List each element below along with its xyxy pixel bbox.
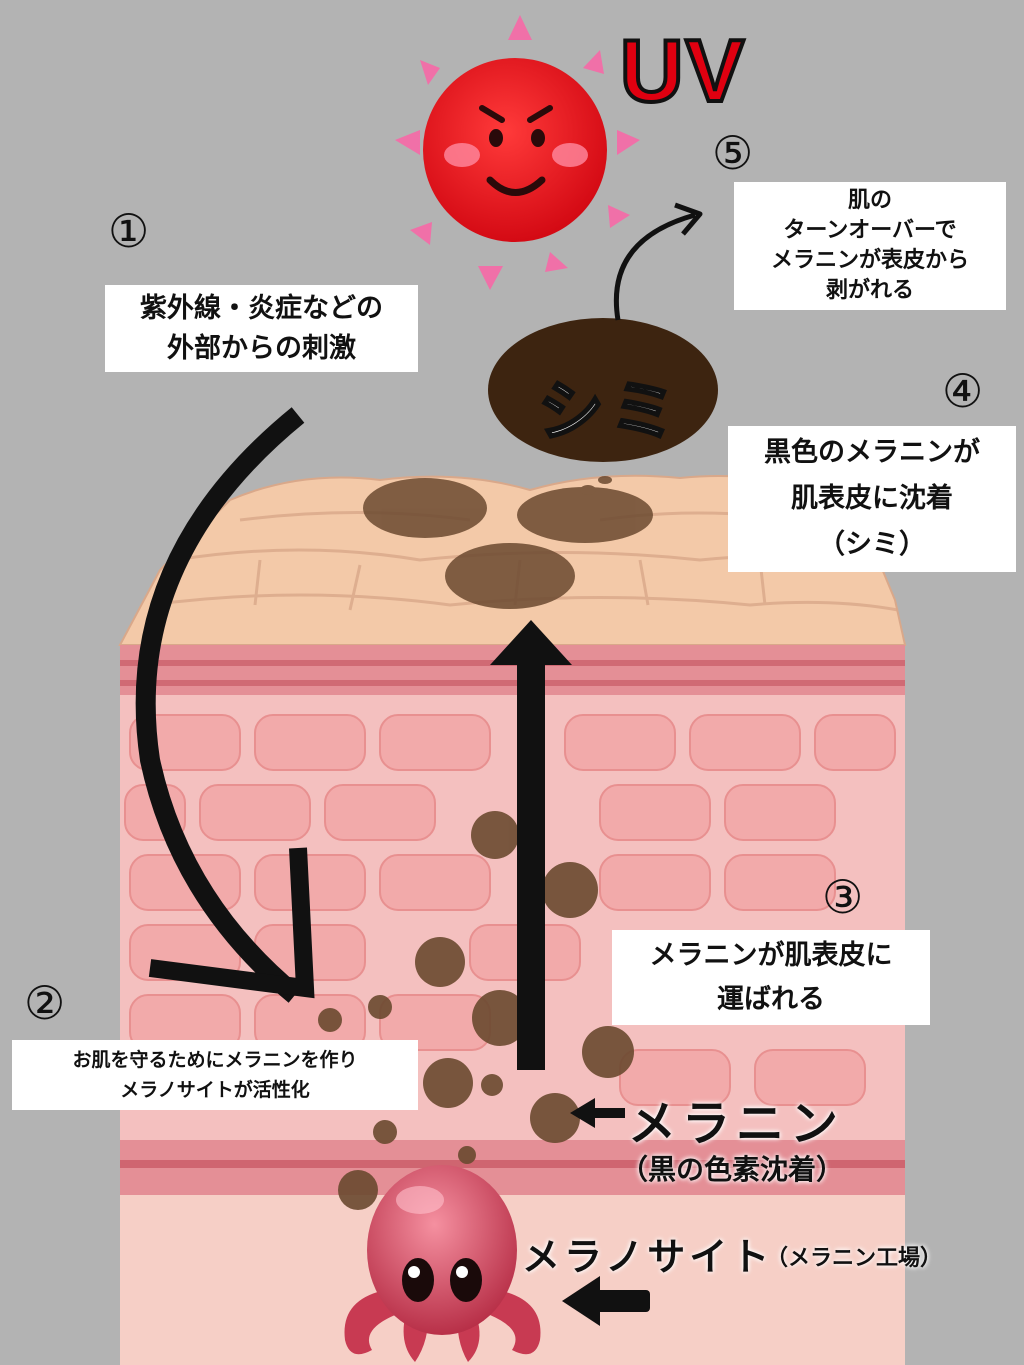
melanocyte-label: メラノサイト [522,1235,774,1279]
step-3-number: ③ [822,870,864,924]
step-5-line-3: メラニンが表皮から [770,248,969,273]
step-4-number: ④ [942,364,984,418]
basal-layer [120,1195,905,1365]
step-5-box: 肌の ターンオーバーで メラニンが表皮から 剥がれる [734,182,1006,310]
melanin-sublabel: （黒の色素沈着） [620,1153,845,1186]
stimulus-arrow-icon [135,407,305,1003]
step-3-line-2: 運ばれる [717,983,825,1015]
step-2-line-1: お肌を守るためにメラニンを作り [72,1049,358,1071]
melanin-particles [318,811,634,1210]
spot-label: シミ [537,372,682,452]
transport-arrow-icon [490,620,572,1070]
step-1-line-2: 外部からの刺激 [167,332,356,364]
melanin-pointer-arrow-icon [570,1098,625,1128]
step-5-line-4: 剥がれる [825,278,914,303]
uv-title: UV [618,19,747,122]
step-2-line-2: メラノサイトが活性化 [120,1079,310,1101]
melanocyte-sublabel: （メラニン工場） [766,1246,943,1271]
octopus-icon [344,1165,541,1362]
step-4-box: 黒色のメラニンが 肌表皮に沈着 （シミ） [728,426,1016,572]
step-3-box: メラニンが肌表皮に 運ばれる [612,930,930,1025]
step-4-line-1: 黒色のメラニンが [764,437,980,468]
step-5-number: ⑤ [712,126,754,180]
spot-shape [488,318,718,462]
step-1-box: 紫外線・炎症などの 外部からの刺激 [105,285,418,372]
step-1-number: ① [108,204,150,258]
turnover-arrow-icon [613,212,696,321]
step-5-line-2: ターンオーバーで [783,218,957,243]
step-1-line-1: 紫外線・炎症などの [140,292,383,324]
surface-melanin-deposits [363,476,653,609]
step-3-line-1: メラニンが肌表皮に [649,939,893,971]
step-2-number: ② [24,976,66,1030]
step-4-line-3: （シミ） [818,529,926,560]
step-5-line-1: 肌の [847,188,892,213]
sun-icon [395,15,640,290]
melanin-label: メラニン [628,1096,845,1152]
melanocyte-pointer-arrow-icon [562,1276,650,1326]
step-2-box: お肌を守るためにメラニンを作り メラノサイトが活性化 [12,1040,418,1110]
step-4-line-2: 肌表皮に沈着 [791,483,953,514]
